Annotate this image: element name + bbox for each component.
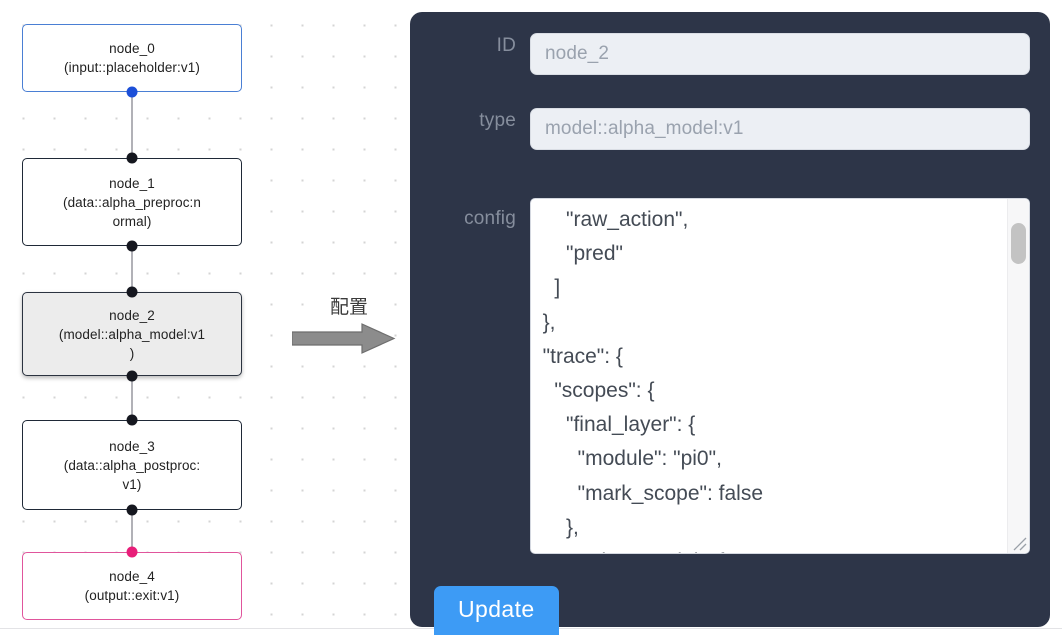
graph-node-node_0[interactable]: node_0 (input::placeholder:v1): [22, 24, 242, 92]
graph-node-node_4[interactable]: node_4 (output::exit:v1): [22, 552, 242, 620]
edge-node1-node2: [131, 246, 133, 292]
resize-grip-icon[interactable]: [1010, 534, 1028, 552]
graph-node-node_2[interactable]: node_2 (model::alpha_model:v1 ): [22, 292, 242, 376]
node-handle-node_0-source[interactable]: [126, 86, 138, 98]
node-handle-node_2-source[interactable]: [126, 370, 138, 382]
graph-node-label: node_4 (output::exit:v1): [84, 569, 180, 603]
config-textarea[interactable]: "raw_action", "pred" ] }, "trace": { "sc…: [530, 198, 1030, 554]
node-handle-node_2-target[interactable]: [126, 286, 138, 298]
form-row-config: config "raw_action", "pred" ] }, "trace"…: [410, 198, 1050, 554]
edge-node2-node3: [131, 376, 133, 420]
right-arrow-icon: [292, 323, 396, 354]
type-input-value: model::alpha_model:v1: [545, 118, 744, 139]
node-handle-node_1-source[interactable]: [126, 240, 138, 252]
field-label-id: ID: [496, 35, 516, 56]
config-textarea-scrollbar-thumb[interactable]: [1011, 223, 1026, 264]
form-row-type: type model::alpha_model:v1: [410, 108, 1050, 150]
graph-node-label: node_1 (data::alpha_preproc:n ormal): [62, 175, 202, 229]
graph-node-label: node_3 (data::alpha_postproc: v1): [63, 438, 201, 492]
form-row-id: ID node_2: [410, 33, 1050, 75]
type-input[interactable]: model::alpha_model:v1: [530, 108, 1030, 150]
id-input[interactable]: node_2: [530, 33, 1030, 75]
edge-node0-node1: [131, 92, 133, 158]
node-handle-node_4-target[interactable]: [126, 546, 138, 558]
node-handle-node_3-source[interactable]: [126, 504, 138, 516]
node-config-panel: ID node_2 type model::alpha_model:v1 con…: [410, 12, 1050, 635]
field-label-config: config: [464, 208, 516, 229]
field-label-type: type: [479, 110, 516, 131]
update-button[interactable]: Update: [434, 586, 559, 635]
annotation-arrow-group: 配置: [292, 296, 402, 356]
graph-node-node_3[interactable]: node_3 (data::alpha_postproc: v1): [22, 420, 242, 510]
config-textarea-scrollbar[interactable]: [1007, 199, 1029, 553]
graph-node-label: node_0 (input::placeholder:v1): [64, 41, 200, 75]
annotation-label: 配置: [329, 296, 368, 318]
edge-node3-node4: [131, 510, 133, 552]
graph-node-label: node_2 (model::alpha_model:v1 ): [58, 307, 206, 361]
id-input-value: node_2: [545, 43, 610, 64]
config-textarea-value: "raw_action", "pred" ] }, "trace": { "sc…: [542, 208, 763, 553]
graph-node-node_1[interactable]: node_1 (data::alpha_preproc:n ormal): [22, 158, 242, 246]
node-handle-node_3-target[interactable]: [126, 414, 138, 426]
node-handle-node_1-target[interactable]: [126, 152, 138, 164]
